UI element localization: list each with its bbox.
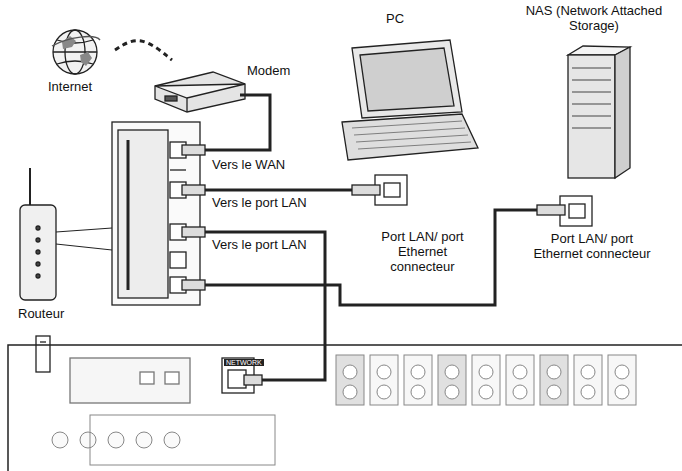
device-label: Routeur <box>18 307 64 322</box>
receiver-panel <box>8 345 682 471</box>
device-node: Routeur <box>15 120 205 325</box>
device-label: NETWORK <box>224 359 264 366</box>
network-cable <box>205 232 325 345</box>
device-label: PC <box>380 12 410 27</box>
port-label: Port LAN/ port Ethernet connecteur <box>365 230 480 275</box>
device-label: NAS (Network Attached Storage) <box>512 4 676 34</box>
port-caption: Vers le port LAN <box>210 238 309 253</box>
network-cable <box>205 189 335 192</box>
router-port-panel <box>112 122 205 305</box>
laptop-icon <box>335 40 478 205</box>
device-node: NETWORK <box>8 345 682 471</box>
device-label: Internet <box>48 80 92 95</box>
router-icon <box>20 168 112 372</box>
device-node: PC Port LAN/ port Ethernet connecteur <box>335 12 482 285</box>
device-node: Internet <box>40 28 115 100</box>
device-node: NAS (Network Attached Storage) Port LAN/ … <box>510 4 678 286</box>
network-cable <box>205 210 510 305</box>
device-label: Modem <box>247 64 290 79</box>
device-node: Modem <box>150 60 300 115</box>
globe-icon <box>52 30 100 74</box>
network-cable <box>205 115 270 150</box>
port-caption: Vers le WAN <box>210 158 287 173</box>
modem-icon <box>155 72 270 115</box>
port-label: Port LAN/ port Ethernet connecteur <box>532 232 652 262</box>
dashed-link <box>115 41 172 60</box>
port-caption: Vers le port LAN <box>210 196 309 211</box>
nas-icon <box>510 46 630 226</box>
